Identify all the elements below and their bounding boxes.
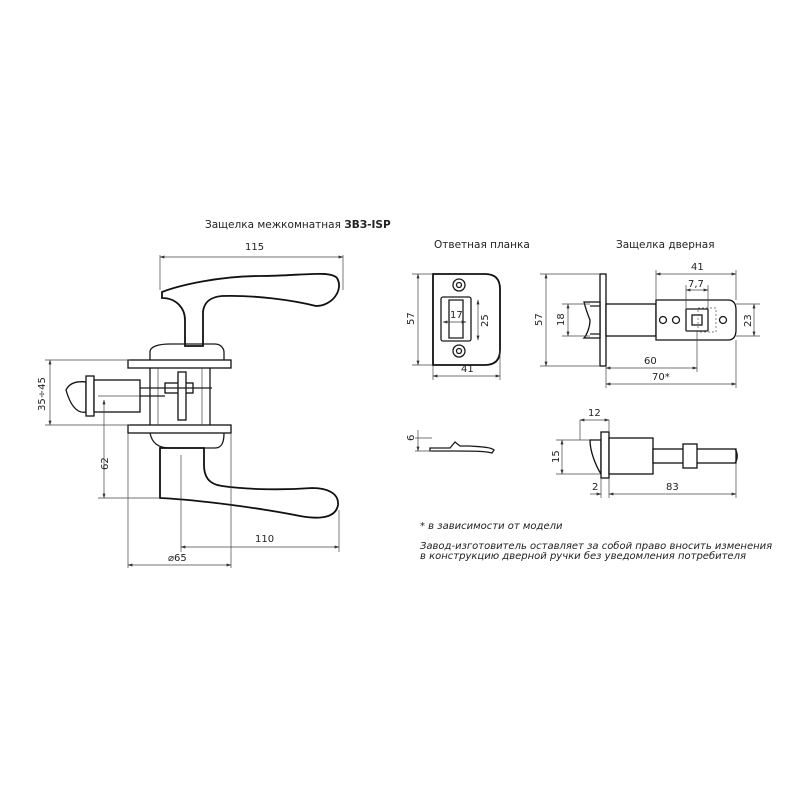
lower-lever (159, 447, 339, 519)
upper-lever (161, 272, 340, 347)
door-latch-title: Защелка дверная (616, 239, 715, 251)
dim-latch-body-width: 41 (691, 262, 704, 273)
strike-plate-view: Ответная планка 57 41 17 25 6 (406, 239, 530, 454)
upper-rosette (127, 359, 232, 369)
dim-plate-thickness: 6 (406, 435, 417, 441)
note-disclaimer-line1: Завод-изготовитель оставляет за собой пр… (420, 540, 772, 552)
dim-plate-height: 57 (406, 312, 417, 325)
latch-tube-side-view (608, 437, 654, 475)
dim-plate-width: 41 (461, 364, 474, 375)
dim-plate-window-width: 17 (450, 310, 463, 321)
dim-latch-square: 7,7 (688, 279, 704, 290)
latch-faceplate (599, 273, 607, 367)
lower-rosette (127, 424, 232, 434)
latch-bolt (582, 301, 601, 339)
dim-handle-length: 115 (245, 242, 264, 253)
dim-latch-bolt-height: 18 (556, 313, 567, 326)
note-model-dependency: * в зависимости от модели (420, 521, 563, 532)
note-disclaimer-line2: в конструкцию дверной ручки без уведомле… (420, 550, 746, 562)
dim-plate-window-height: 25 (480, 314, 491, 327)
dim-door-thickness: 35÷45 (37, 377, 48, 411)
strike-screw-top (452, 278, 466, 292)
dim-latch-backset: 60 (644, 356, 657, 367)
dim-rosette-diameter: ⌀65 (168, 553, 187, 564)
dim-faceplate-thickness: 2 (592, 482, 598, 493)
strike-window (440, 296, 472, 342)
dim-latch-face-height: 57 (534, 313, 545, 326)
latch-faceplate-side-view (600, 431, 610, 479)
dim-latch-body-height: 23 (743, 314, 754, 327)
latch-tube (605, 303, 657, 337)
strike-plate-side (429, 441, 495, 454)
notes: * в зависимости от модели Завод-изготови… (420, 521, 772, 562)
dim-lever-projection: 110 (255, 534, 274, 545)
dim-bolt-height: 15 (551, 450, 562, 463)
door-latch-view: Защелка дверная 57 18 41 7,7 (534, 239, 760, 498)
strike-screw-bottom (452, 344, 466, 358)
latch-bolt-side (65, 381, 87, 413)
latch-body (655, 299, 737, 341)
main-title: Защелка межкомнатная ЗВЗ-ISP (205, 219, 391, 231)
handle-assembly-view: Защелка межкомнатная ЗВЗ-ISP 115 (37, 219, 391, 568)
dim-latch-length: 83 (666, 482, 679, 493)
latch-faceplate-side (85, 375, 95, 417)
strike-plate-title: Ответная планка (434, 239, 530, 251)
dim-axis-height: 62 (100, 457, 111, 470)
dim-bolt-projection: 12 (588, 408, 601, 419)
dim-latch-total: 70* (652, 372, 670, 383)
latch-bolt-side-view (589, 439, 602, 477)
